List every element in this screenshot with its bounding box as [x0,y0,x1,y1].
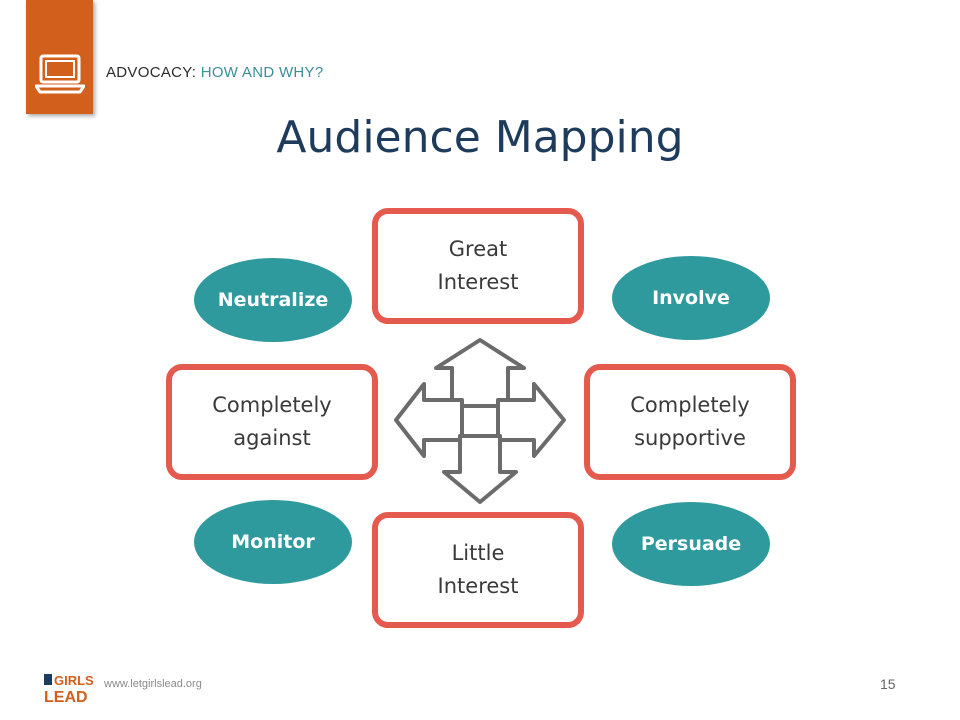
arrow-left-icon [394,382,464,458]
box-great-interest: Great Interest [372,208,584,324]
oval-involve: Involve [612,256,770,340]
arrow-right-icon [496,382,566,458]
box-completely-against: Completely against [166,364,378,480]
section-topic: HOW AND WHY? [200,64,324,81]
section-label: ADVOCACY: HOW AND WHY? [106,64,323,81]
let-girls-lead-logo: GIRLS LEAD [44,673,94,706]
page-title: Audience Mapping [276,112,684,163]
oval-neutralize: Neutralize [194,258,352,342]
arrow-down-icon [442,434,518,504]
four-way-arrows [394,338,566,504]
oval-monitor: Monitor [194,500,352,584]
oval-persuade: Persuade [612,502,770,586]
footer-url[interactable]: www.letgirlslead.org [104,678,202,690]
section-prefix: ADVOCACY: [106,64,197,81]
box-completely-supportive: Completely supportive [584,364,796,480]
section-tab [26,0,93,114]
laptop-icon [35,54,85,94]
arrow-up-icon [434,338,526,408]
page-number: 15 [880,676,896,692]
box-little-interest: Little Interest [372,512,584,628]
svg-text:GIRLS: GIRLS [54,673,94,688]
svg-text:LEAD: LEAD [44,689,88,706]
